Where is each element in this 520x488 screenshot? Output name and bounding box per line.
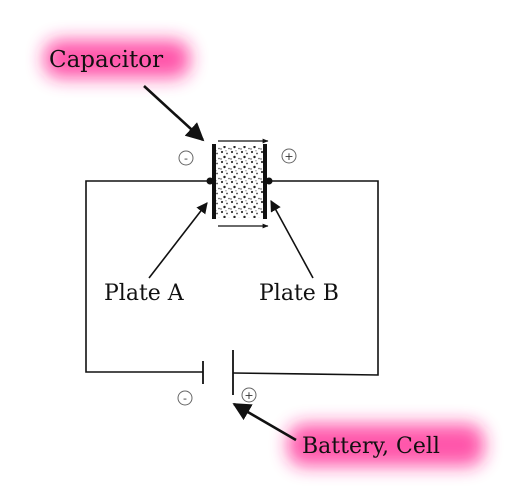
circuit-wires: [85, 180, 379, 376]
plate-a-label: Plate A: [104, 281, 185, 306]
sign-circle: [178, 150, 194, 166]
dielectric-region: [216, 146, 263, 218]
battery-label: Battery, Cell: [302, 434, 440, 459]
capacitor-pointer-arrow: [143, 85, 205, 142]
left-wire: [85, 180, 212, 373]
sign-symbol: +: [244, 389, 253, 402]
pointer-arrows: [143, 85, 314, 442]
sign-circle: [241, 387, 257, 403]
plate-b-terminal-dot: [265, 177, 273, 185]
right-wire: [232, 180, 379, 376]
battery-cell: [202, 350, 234, 395]
sign-symbol: -: [184, 152, 188, 165]
plate-b-pointer-arrow: [270, 200, 314, 279]
sign-circle: [281, 148, 297, 164]
battery-negative-sign: -: [177, 390, 193, 406]
battery-label-glow: [288, 424, 484, 466]
sign-circle: [177, 390, 193, 406]
capacitor-negative-sign: -: [178, 150, 194, 166]
polarity-signs: - + - +: [177, 148, 297, 406]
battery-pointer-arrow: [232, 402, 297, 442]
capacitor-label: Capacitor: [49, 47, 163, 73]
plate-b-label: Plate B: [259, 281, 339, 306]
battery-positive-sign: +: [241, 387, 257, 403]
capacitor-label-glow: [44, 40, 190, 78]
highlight-glows: [44, 40, 484, 466]
plate-a-terminal-dot: [206, 177, 214, 185]
capacitor-positive-sign: +: [281, 148, 297, 164]
capacitor: [206, 138, 273, 229]
plate-a-pointer-arrow: [148, 202, 208, 279]
labels: Capacitor Plate A Plate B Battery, Cell: [49, 47, 440, 459]
sign-symbol: +: [284, 150, 293, 163]
sign-symbol: -: [183, 392, 187, 405]
